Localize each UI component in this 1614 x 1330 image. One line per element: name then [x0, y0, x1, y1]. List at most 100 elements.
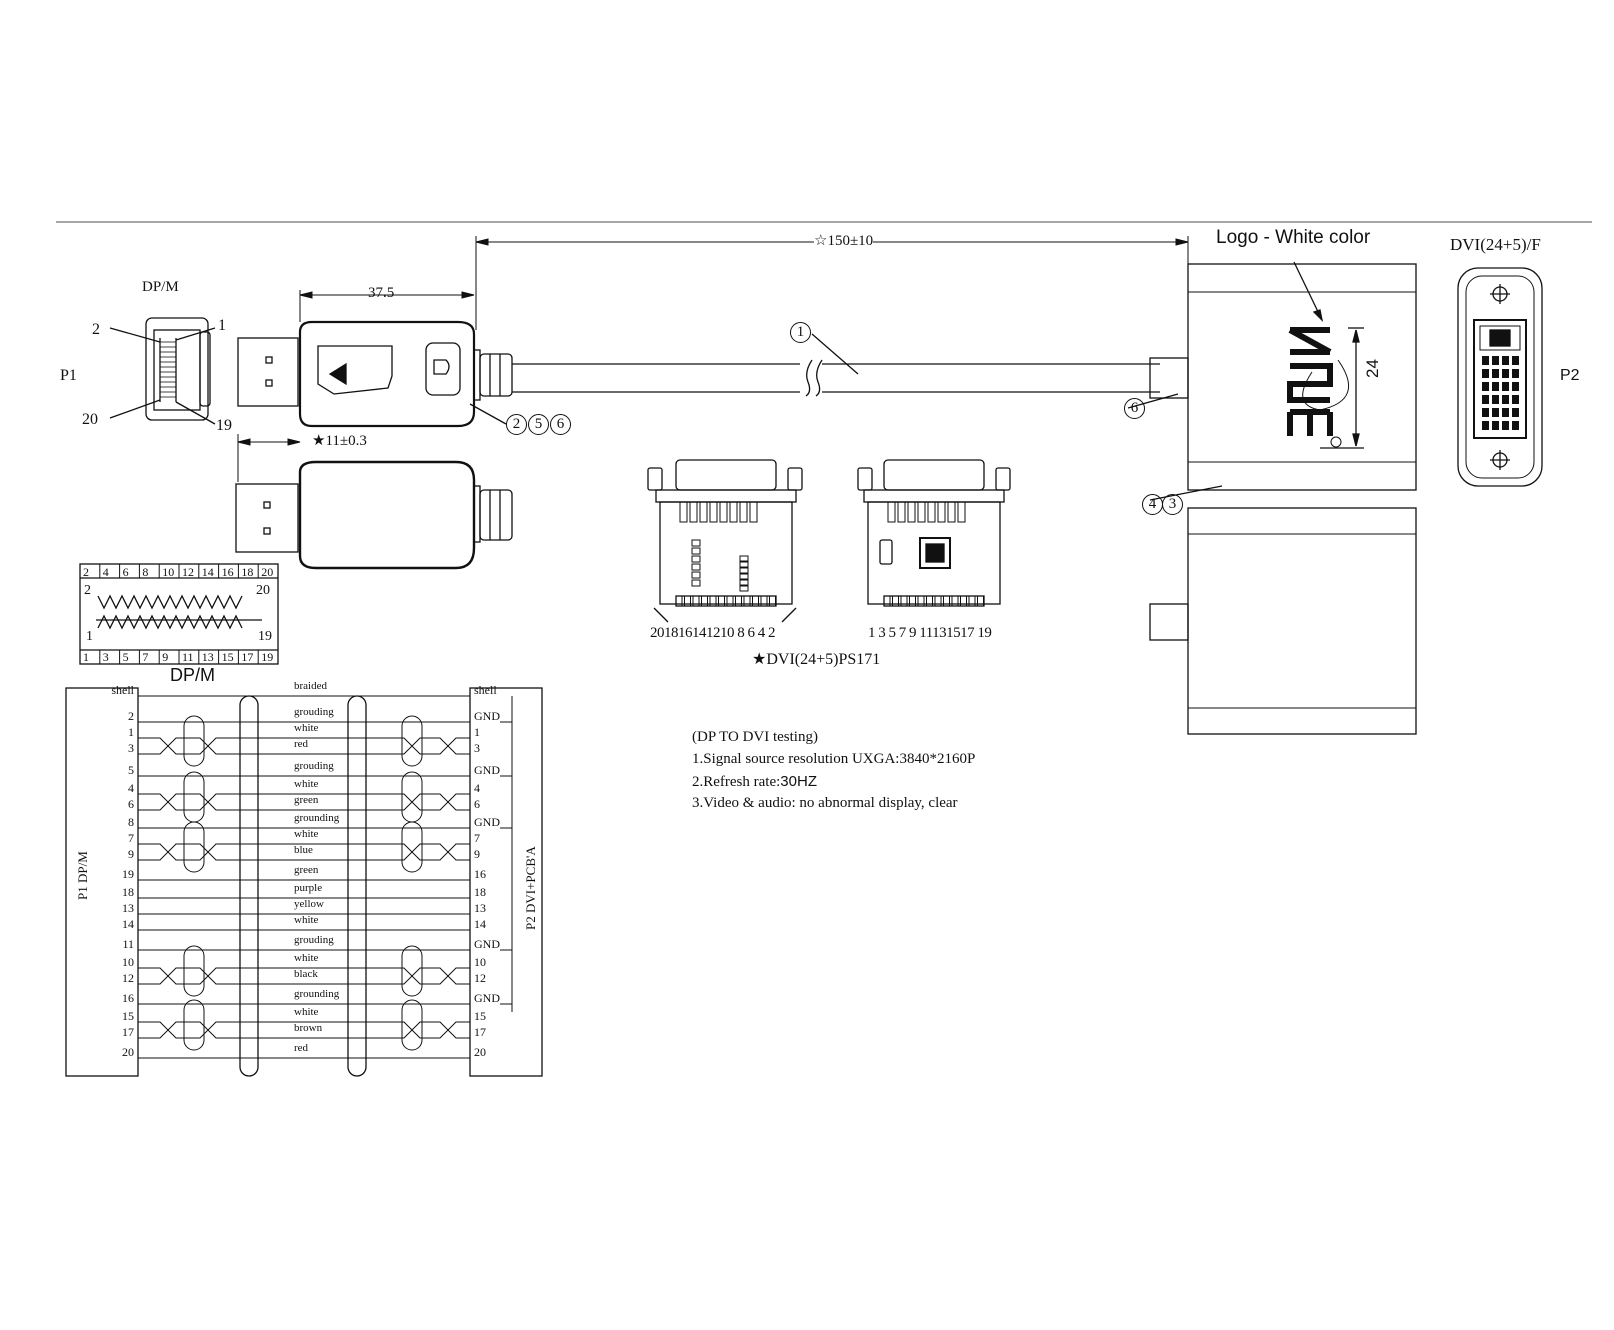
dvi-contact [1482, 382, 1489, 391]
pcb-pad [957, 501, 966, 523]
p2-label: P2 [1560, 367, 1580, 384]
notes-line-3: 3.Video & audio: no abnormal display, cl… [692, 795, 958, 811]
wiring-right-pin: 13 [474, 901, 486, 915]
dvi-housing-side [1127, 261, 1417, 501]
shield-loop [183, 715, 205, 767]
wiring-right-pin: 16 [474, 867, 486, 881]
shield-loop [401, 715, 423, 767]
notes-line-1: 1.Signal source resolution UXGA:3840*216… [692, 751, 976, 767]
pinout-top-number: 2 [83, 565, 89, 579]
pcb-component [691, 579, 701, 587]
dvi-housing-bottom [1149, 507, 1417, 735]
twisted-pair-wire [138, 1021, 470, 1039]
callout-4: 4 [1142, 494, 1163, 515]
wiring-wire-name: grounding [294, 812, 340, 824]
pin-20-label: 20 [82, 411, 98, 428]
wiring-diagram [65, 687, 543, 1077]
wiring-left-pin: 11 [122, 937, 134, 951]
twisted-pair-wire [138, 737, 470, 755]
notes-heading: (DP TO DVI testing) [692, 729, 818, 745]
wiring-wire-name: red [294, 1042, 309, 1054]
wiring-left-pin: 10 [122, 955, 134, 969]
registered-mark [1330, 436, 1342, 448]
pinout-top-number: 20 [261, 565, 274, 579]
wiring-right-pin: 20 [474, 1045, 486, 1059]
pinout-bottom-number: 9 [162, 650, 169, 664]
plug-length-dim: 37.5 [368, 285, 395, 301]
wiring-wire-name: white [294, 778, 319, 790]
pcb-pad [917, 501, 926, 523]
pcb-right [857, 459, 1011, 607]
dvi-contact [1512, 382, 1519, 391]
wiring-left-pin: 20 [122, 1045, 134, 1059]
pinout-bottom-number: 11 [182, 650, 194, 664]
wiring-right-pin: GND [474, 815, 500, 829]
pinout-bottom-number: 19 [261, 650, 274, 664]
wiring-wire-name: green [294, 794, 319, 806]
dvi-contact [1492, 369, 1499, 378]
wiring-right-pin: 6 [474, 797, 480, 811]
dvi-contact [1502, 395, 1509, 404]
wiring-wire-name: blue [294, 844, 313, 856]
twisted-pair-wire [138, 843, 470, 861]
pcb-pad [947, 501, 956, 523]
pinout-top-number: 12 [182, 565, 194, 579]
dvi-contact [1492, 408, 1499, 417]
wiring-left-pin: 17 [122, 1025, 134, 1039]
dvi-contact [1482, 421, 1489, 430]
wiring-wire-name: black [294, 968, 318, 980]
pcb-pad [689, 501, 698, 523]
pinout-top-number: 18 [241, 565, 254, 579]
pcb-caption: ★DVI(24+5)PS171 [752, 651, 881, 668]
dvi-contact [1482, 408, 1489, 417]
callout-6b: 6 [1124, 398, 1145, 419]
wiring-right-pin: 14 [474, 917, 486, 931]
pcb-pad [729, 501, 738, 523]
shield-loop [401, 821, 423, 873]
wiring-wire-name: white [294, 952, 319, 964]
dp-front-view [109, 317, 216, 425]
twisted-pair-wire [138, 967, 470, 985]
wiring-wire-name: purple [294, 882, 323, 894]
wiring-right-pin: 12 [474, 971, 486, 985]
pcb-pad [887, 501, 896, 523]
wiring-left-pin: 12 [122, 971, 134, 985]
dvi-contact [1482, 369, 1489, 378]
wiring-left-pin: 13 [122, 901, 134, 915]
wiring-wire-name: white [294, 914, 319, 926]
pinout-caption: DP/M [170, 665, 215, 685]
callout-5: 5 [528, 414, 549, 435]
wiring-right-pin: 4 [474, 781, 480, 795]
dvi-contact [1512, 408, 1519, 417]
pcb-pad [897, 501, 906, 523]
wiring-wire-name: braided [294, 680, 327, 692]
p1-label: P1 [60, 367, 77, 384]
shield-loop [183, 821, 205, 873]
p2-wiring-title: P2 DVI+PCB'A [523, 846, 538, 930]
logo-mark [1287, 327, 1333, 436]
wiring-right-pin: GND [474, 937, 500, 951]
wiring-wire-name: white [294, 722, 319, 734]
pcb-pad [699, 501, 708, 523]
pinout-bottom-number: 13 [201, 650, 214, 664]
wiring-left-pin: 15 [122, 1009, 134, 1023]
pcb-pad [709, 501, 718, 523]
pinout-bottom-number: 17 [241, 650, 254, 664]
twisted-pair-wire [138, 793, 470, 811]
wiring-right-pin: 1 [474, 725, 480, 739]
shield-loop [183, 999, 205, 1051]
wiring-wire-name: grouding [294, 934, 334, 946]
dvi-contact [1492, 421, 1499, 430]
wiring-right-pin: 10 [474, 955, 486, 969]
pcb-component [691, 539, 701, 547]
dvi-contact [1512, 421, 1519, 430]
pcb-left-pins: 201816141210 8 6 4 2 [650, 625, 776, 641]
wiring-left-pin: 8 [128, 815, 134, 829]
pin-1-label: 1 [218, 317, 226, 334]
pinout-bottom-number: 5 [122, 650, 129, 664]
wiring-right-pin: shell [474, 683, 497, 697]
shield-loop [401, 771, 423, 823]
dvi-connector-label: DVI(24+5)/F [1450, 235, 1541, 254]
dvi-contact [1502, 382, 1509, 391]
